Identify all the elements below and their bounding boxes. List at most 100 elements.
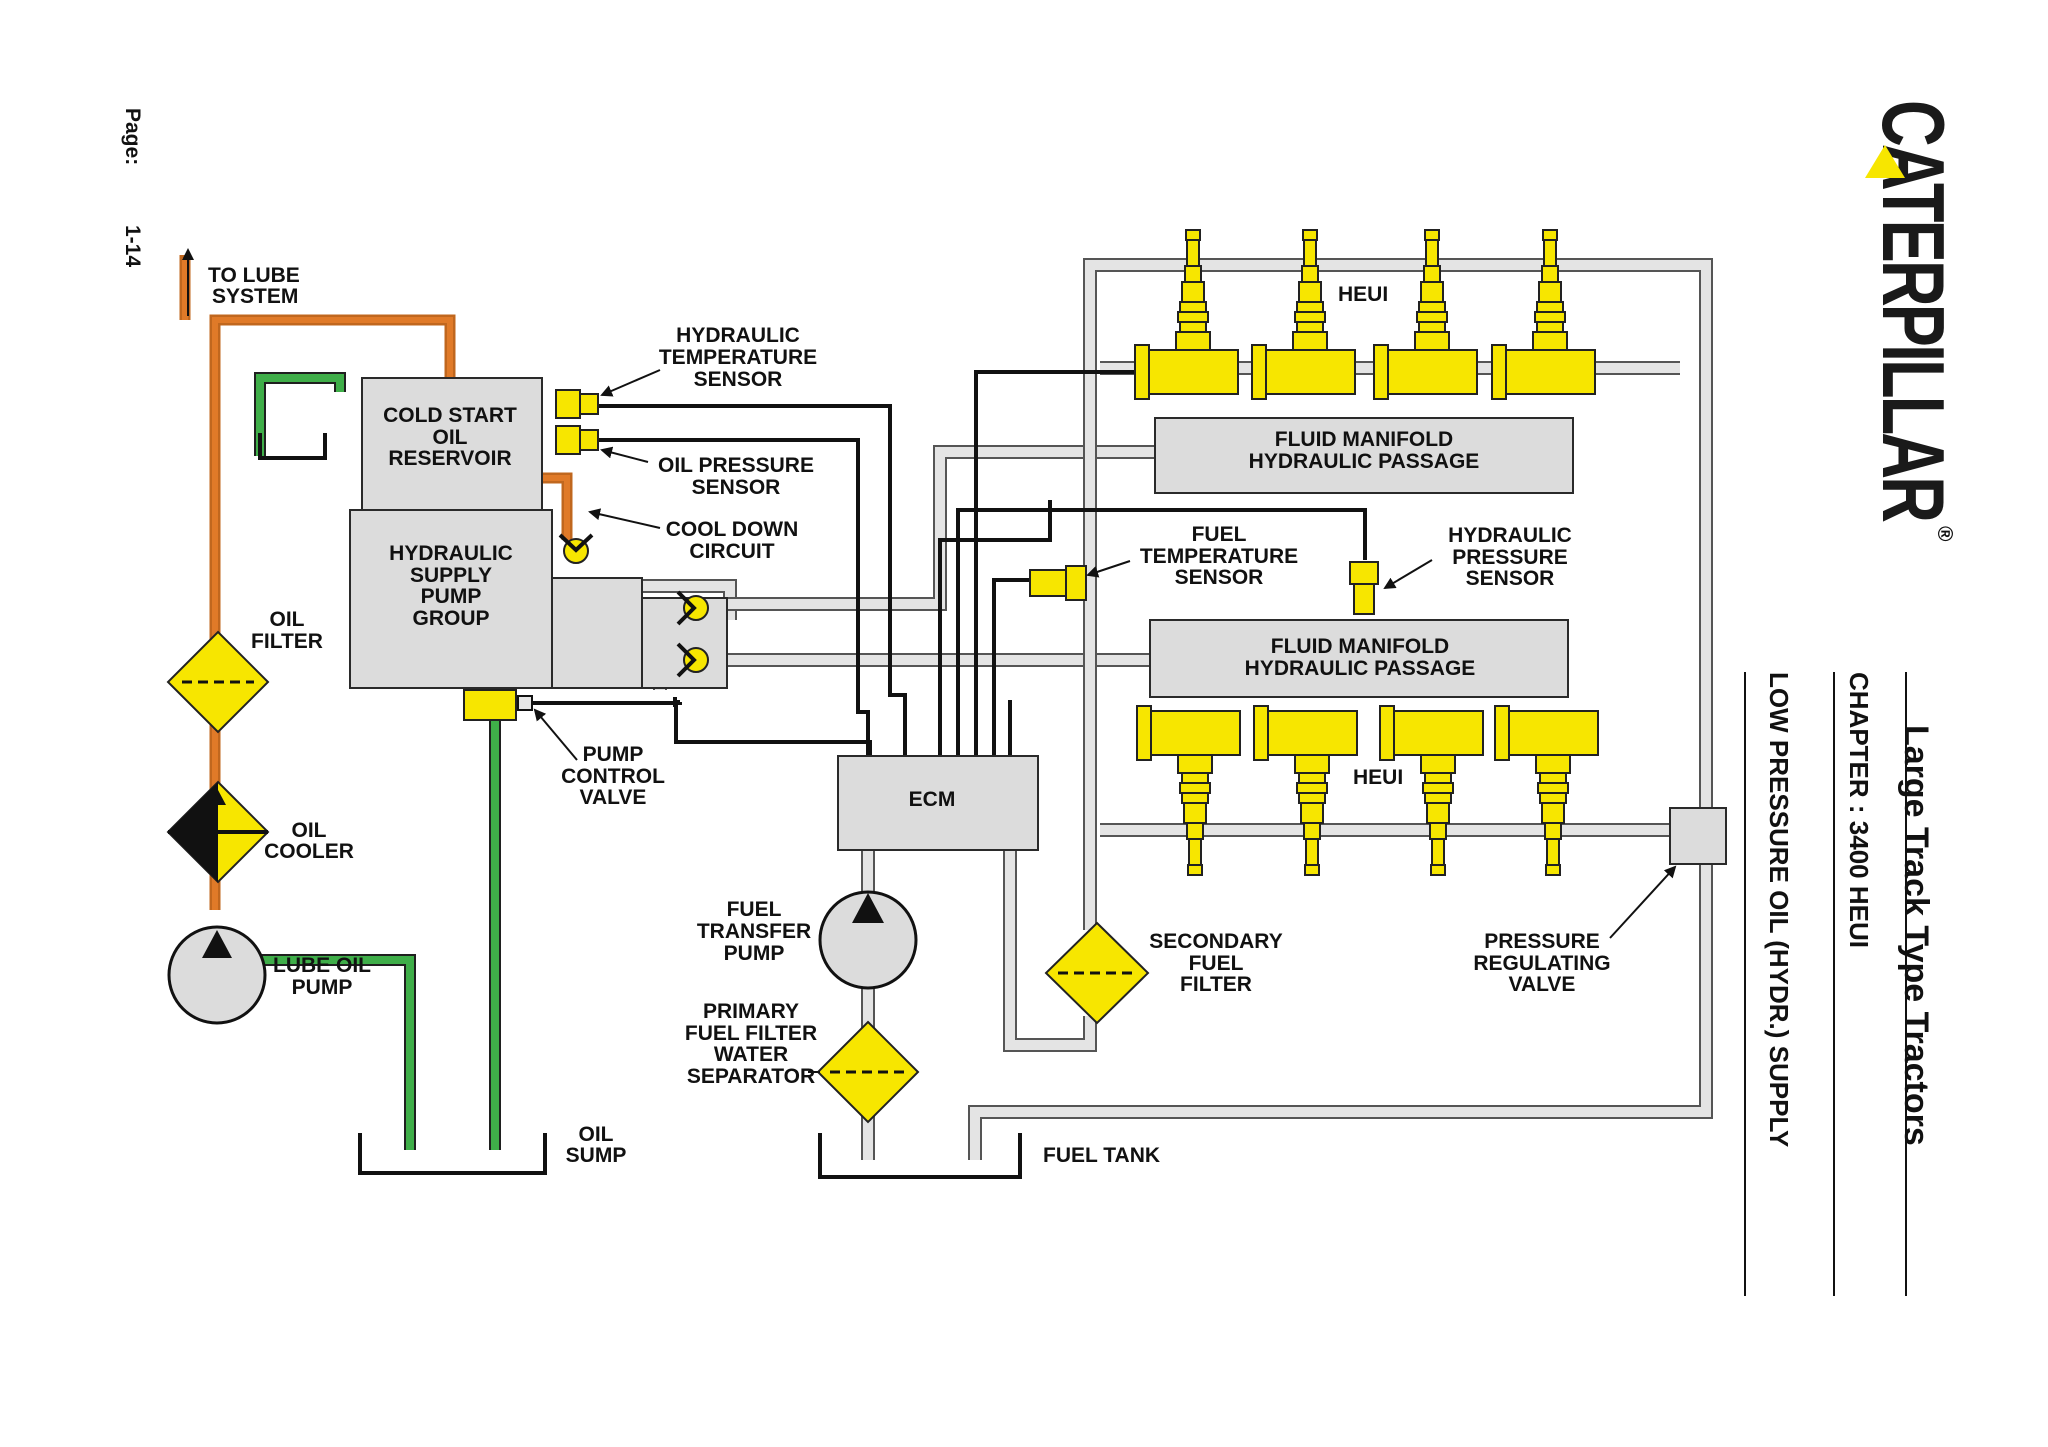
fuel-temp-sensor-label-2: TEMPERATURE — [1140, 545, 1298, 568]
fluid-manifold-bottom — [1149, 619, 1569, 698]
logo-triangle-mark — [1865, 145, 1905, 178]
hyd-pressure-sensor-label-3: SENSOR — [1466, 567, 1555, 590]
fuel-temp-sensor-label-1: FUEL — [1192, 523, 1247, 546]
heui-injector — [1251, 229, 1356, 400]
oil-sump-label-1: OIL — [579, 1123, 614, 1146]
cool-down-label-2: CIRCUIT — [689, 540, 774, 563]
hyd-temp-sensor-label-2: TEMPERATURE — [659, 346, 817, 369]
manifold-top-label-2: HYDRAULIC PASSAGE — [1249, 450, 1480, 473]
lube-pump-label-2: PUMP — [292, 976, 353, 999]
manifold-top-label-1: FLUID MANIFOLD — [1275, 428, 1453, 451]
check-valve-upper — [676, 590, 709, 626]
hyd-pump-label-1: HYDRAULIC — [389, 542, 513, 565]
leader-lines — [182, 248, 1677, 1073]
fuel-transfer-pump-symbol — [818, 890, 918, 990]
registered-mark: ® — [1933, 526, 1956, 542]
heui-top-label: HEUI — [1338, 283, 1388, 306]
page-subtitle: LOW PRESSURE OIL (HYDR.) SUPPLY — [1764, 672, 1794, 1147]
to-lube-label-2: SYSTEM — [212, 285, 298, 308]
hyd-temp-sensor-label-3: SENSOR — [694, 368, 783, 391]
fuel-temp-sensor-label-3: SENSOR — [1175, 566, 1264, 589]
secondary-filter-label-1: SECONDARY — [1149, 930, 1282, 953]
fluid-manifold-top — [1154, 417, 1574, 494]
manifold-bottom-label-1: FLUID MANIFOLD — [1271, 635, 1449, 658]
ecm-label: ECM — [909, 788, 956, 811]
secondary-filter-label-3: FILTER — [1180, 973, 1252, 996]
oil-pressure-sensor-label-1: OIL PRESSURE — [658, 454, 814, 477]
cool-down-check-valve — [558, 533, 594, 564]
prv-label-2: REGULATING — [1473, 952, 1610, 975]
oil-pressure-sensor — [555, 425, 599, 455]
hyd-pressure-sensor-label-2: PRESSURE — [1452, 546, 1568, 569]
heui-injector — [1379, 705, 1484, 876]
oil-cooler-symbol — [166, 780, 270, 884]
lube-oil-pump-symbol — [167, 925, 267, 1025]
oil-filter-symbol — [166, 630, 270, 734]
oil-filter-label-2: FILTER — [251, 630, 323, 653]
hyd-pump-label-2: SUPPLY — [410, 564, 492, 587]
chapter-label: CHAPTER : 3400 HEUI — [1844, 672, 1874, 948]
oil-cooler-label-2: COOLER — [264, 840, 354, 863]
fuel-tank — [818, 1133, 1022, 1179]
pump-group-port-block — [551, 577, 643, 689]
page-header: Page: 1-14 CATERPILLAR ® Large Track Typ… — [121, 100, 1963, 1296]
cold-start-label-2: OIL — [433, 426, 468, 449]
fuel-temperature-sensor — [1029, 565, 1087, 601]
primary-filter-label-1: PRIMARY — [703, 1000, 799, 1023]
ecm-box — [837, 755, 1039, 851]
hydraulic-pressure-sensor — [1349, 561, 1379, 615]
oil-sump — [358, 1133, 547, 1175]
heui-injectors-bottom — [1136, 705, 1599, 876]
lube-pump-label-1: LUBE OIL — [273, 954, 371, 977]
secondary-fuel-filter-symbol — [1044, 921, 1150, 1025]
document-title: Large Track Type Tractors — [1897, 725, 1935, 1146]
hyd-pump-label-3: PUMP — [421, 585, 482, 608]
oil-pressure-sensor-label-2: SENSOR — [692, 476, 781, 499]
pressure-regulating-valve — [1669, 807, 1727, 865]
heui-injector — [1491, 229, 1596, 400]
cool-down-label-1: COOL DOWN — [666, 518, 799, 541]
oil-cooler-label-1: OIL — [292, 819, 327, 842]
hyd-temp-sensor-label-1: HYDRAULIC — [676, 324, 800, 347]
secondary-filter-label-2: FUEL — [1189, 952, 1244, 975]
oil-sump-label-2: SUMP — [566, 1144, 627, 1167]
heui-injectors-top — [1134, 229, 1596, 400]
cold-start-drip-tray — [258, 433, 327, 460]
hyd-pump-label-4: GROUP — [412, 607, 489, 630]
check-valve-lower — [676, 642, 709, 678]
fuel-transfer-pump-label-1: FUEL — [727, 898, 782, 921]
page-number: 1-14 — [121, 225, 144, 267]
heui-injector — [1134, 229, 1239, 400]
pump-control-valve-label-1: PUMP — [583, 743, 644, 766]
hyd-pressure-sensor-label-1: HYDRAULIC — [1448, 524, 1572, 547]
ecm-wiring — [526, 370, 1367, 756]
primary-filter-label-2: FUEL FILTER — [685, 1022, 817, 1045]
prv-label-1: PRESSURE — [1484, 930, 1600, 953]
cold-start-label-3: RESERVOIR — [388, 447, 511, 470]
heui-injector — [1136, 705, 1241, 876]
prv-label-3: VALVE — [1509, 973, 1576, 996]
fuel-tank-label: FUEL TANK — [1043, 1144, 1160, 1167]
heui-injector — [1253, 705, 1358, 876]
cold-start-oil-reservoir — [361, 377, 543, 511]
component-labels: TO LUBE SYSTEM COLD START OIL RESERVOIR … — [208, 264, 1611, 1167]
hydraulic-temperature-sensor — [555, 389, 599, 419]
to-lube-label-1: TO LUBE — [208, 264, 300, 287]
page-label: Page: — [121, 108, 144, 165]
heui-injector — [1494, 705, 1599, 876]
manifold-bottom-label-2: HYDRAULIC PASSAGE — [1245, 657, 1476, 680]
fuel-transfer-pump-label-3: PUMP — [724, 942, 785, 965]
pump-control-valve-label-2: CONTROL — [561, 765, 665, 788]
primary-fuel-filter-symbol — [816, 1020, 920, 1124]
pump-control-valve — [463, 689, 533, 721]
hydraulic-supply-pump-group — [349, 509, 553, 689]
oil-filter-label-1: OIL — [270, 608, 305, 631]
heui-injector — [1373, 229, 1478, 400]
pump-control-valve-label-3: VALVE — [580, 786, 647, 809]
heui-bottom-label: HEUI — [1353, 766, 1403, 789]
lube-oil-circuit — [179, 255, 573, 1150]
cold-start-label-1: COLD START — [383, 404, 517, 427]
primary-filter-label-3: WATER — [714, 1043, 788, 1066]
primary-filter-label-4: SEPARATOR — [687, 1065, 815, 1088]
